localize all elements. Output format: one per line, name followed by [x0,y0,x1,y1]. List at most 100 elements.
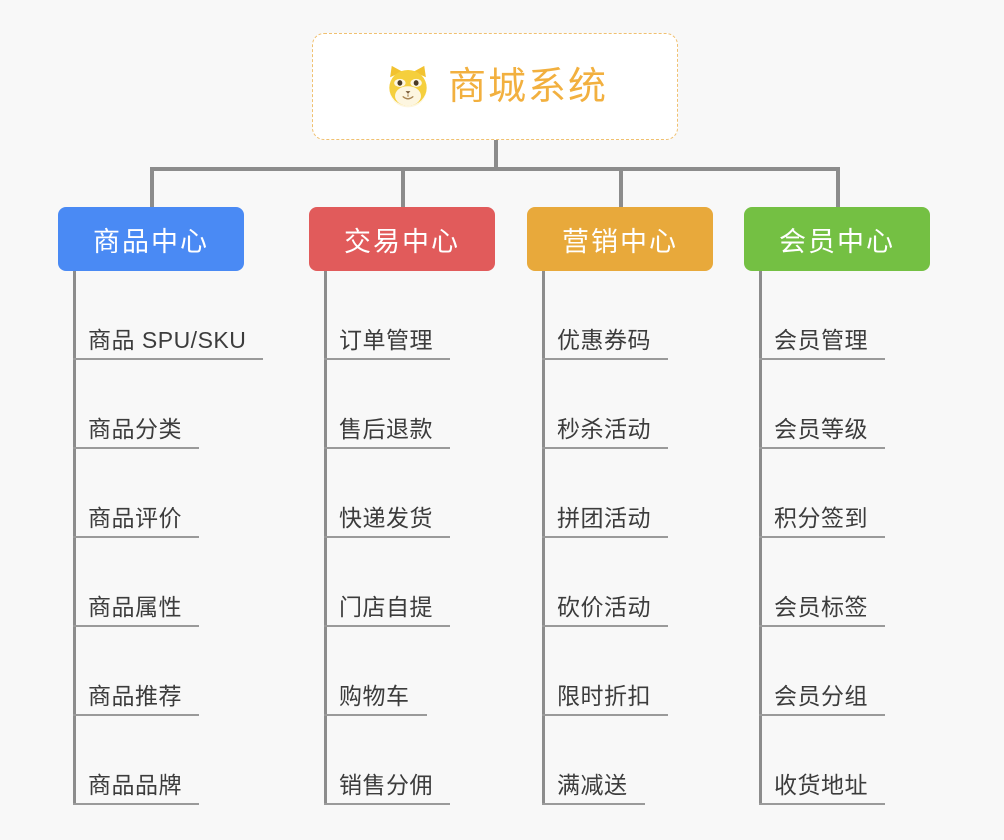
branch-header-label: 交易中心 [344,226,460,257]
list-item[interactable]: 售后退款 [309,360,495,449]
list-item-label: 商品 SPU/SKU [88,327,247,353]
connector-drop-1 [150,167,154,208]
list-item-underline [542,714,668,716]
connector-drop-3 [619,167,623,208]
list-item[interactable]: 销售分佣 [309,716,495,805]
root-node[interactable]: 商城系统 [312,33,678,140]
branch-column-yingxiao: 营销中心 优惠券码 秒杀活动 拼团活动 砍价活动 限时折扣 [527,207,713,805]
list-item-underline [324,358,450,360]
list-item-label: 商品品牌 [88,772,182,798]
list-item-label: 商品评价 [88,505,182,531]
list-item[interactable]: 会员管理 [744,271,930,360]
list-item-label: 会员分组 [774,683,868,709]
list-item-underline [759,625,885,627]
branch-header-huiyuan[interactable]: 会员中心 [744,207,930,271]
list-item-underline [73,536,199,538]
list-item[interactable]: 秒杀活动 [527,360,713,449]
list-item-label: 优惠券码 [557,327,651,353]
branch-items-shangpin: 商品 SPU/SKU 商品分类 商品评价 商品属性 商品推荐 商品品牌 [58,271,263,805]
branch-header-shangpin[interactable]: 商品中心 [58,207,244,271]
connector-drop-4 [836,167,840,208]
list-item[interactable]: 商品属性 [58,538,244,627]
list-item[interactable]: 会员标签 [744,538,930,627]
list-item[interactable]: 商品 SPU/SKU [58,271,263,360]
list-item[interactable]: 快递发货 [309,449,495,538]
list-item[interactable]: 商品品牌 [58,716,244,805]
list-item[interactable]: 商品分类 [58,360,244,449]
list-item-label: 快递发货 [339,505,433,531]
branch-header-yingxiao[interactable]: 营销中心 [527,207,713,271]
connector-drop-2 [401,167,405,208]
list-item-underline [324,536,450,538]
branch-trunk [542,271,545,805]
branch-column-jiaoyi: 交易中心 订单管理 售后退款 快递发货 门店自提 购物车 [309,207,495,805]
list-item[interactable]: 优惠券码 [527,271,713,360]
list-item-label: 售后退款 [339,416,433,442]
list-item-underline [759,714,885,716]
branch-column-huiyuan: 会员中心 会员管理 会员等级 积分签到 会员标签 会员分组 [744,207,930,805]
list-item-underline [542,625,668,627]
branch-header-jiaoyi[interactable]: 交易中心 [309,207,495,271]
list-item-underline [542,803,645,805]
branch-column-shangpin: 商品中心 商品 SPU/SKU 商品分类 商品评价 商品属性 商品推荐 [58,207,263,805]
branch-trunk [73,271,76,805]
list-item-underline [759,536,885,538]
list-item-underline [542,447,668,449]
list-item-label: 商品属性 [88,594,182,620]
list-item[interactable]: 商品评价 [58,449,244,538]
connector-root-stem [494,140,498,170]
list-item-underline [73,447,199,449]
list-item-underline [759,358,885,360]
list-item-label: 会员管理 [774,327,868,353]
list-item[interactable]: 订单管理 [309,271,495,360]
list-item[interactable]: 积分签到 [744,449,930,538]
list-item-label: 会员标签 [774,594,868,620]
list-item-underline [324,714,427,716]
list-item-label: 订单管理 [339,327,433,353]
list-item[interactable]: 满减送 [527,716,713,805]
list-item[interactable]: 商品推荐 [58,627,244,716]
root-title: 商城系统 [447,65,608,108]
branch-items-huiyuan: 会员管理 会员等级 积分签到 会员标签 会员分组 收货地址 [744,271,930,805]
list-item[interactable]: 会员分组 [744,627,930,716]
list-item[interactable]: 会员等级 [744,360,930,449]
list-item-underline [73,714,199,716]
list-item[interactable]: 购物车 [309,627,495,716]
list-item-label: 积分签到 [774,505,868,531]
branch-items-jiaoyi: 订单管理 售后退款 快递发货 门店自提 购物车 销售分佣 [309,271,495,805]
list-item[interactable]: 限时折扣 [527,627,713,716]
list-item-underline [759,803,885,805]
list-item-underline [73,358,263,360]
list-item-underline [324,447,450,449]
list-item-label: 门店自提 [339,594,433,620]
list-item-label: 满减送 [557,772,628,798]
list-item-underline [542,358,668,360]
list-item[interactable]: 收货地址 [744,716,930,805]
list-item-underline [759,447,885,449]
list-item-label: 销售分佣 [339,772,433,798]
list-item-underline [542,536,668,538]
list-item-label: 秒杀活动 [557,416,651,442]
branch-trunk [324,271,327,805]
branch-header-label: 会员中心 [779,226,895,257]
branch-items-yingxiao: 优惠券码 秒杀活动 拼团活动 砍价活动 限时折扣 满减送 [527,271,713,805]
list-item-underline [324,803,450,805]
list-item[interactable]: 门店自提 [309,538,495,627]
list-item-label: 限时折扣 [557,683,651,709]
list-item-label: 会员等级 [774,416,868,442]
list-item-label: 商品分类 [88,416,182,442]
list-item[interactable]: 拼团活动 [527,449,713,538]
branch-header-label: 商品中心 [93,226,209,257]
list-item-underline [73,803,199,805]
list-item-label: 砍价活动 [557,594,651,620]
branch-header-label: 营销中心 [562,226,678,257]
shiba-dog-face-icon [389,65,427,107]
list-item[interactable]: 砍价活动 [527,538,713,627]
list-item-label: 拼团活动 [557,505,651,531]
list-item-label: 收货地址 [774,772,868,798]
list-item-label: 商品推荐 [88,683,182,709]
connector-horizontal-bus [150,167,840,171]
list-item-underline [324,625,450,627]
branch-trunk [759,271,762,805]
